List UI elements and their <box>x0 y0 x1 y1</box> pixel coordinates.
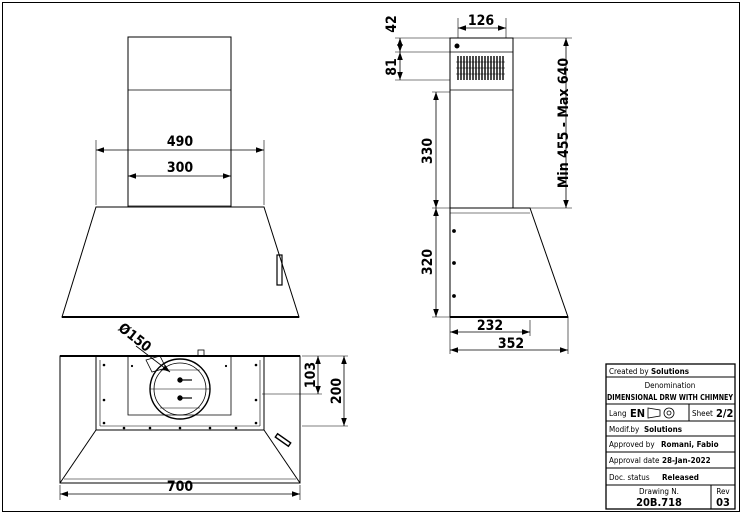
dim-plan-depth: 200 <box>329 378 345 405</box>
side-view <box>395 18 572 354</box>
dim-side-top-small: 42 <box>384 15 400 33</box>
dim-leader-diameter <box>135 345 171 373</box>
tb-denomination-value: DIMENSIONAL DRW WITH CHIMNEY <box>607 393 734 402</box>
tb-rev-value: 03 <box>716 496 730 509</box>
dim-front-chimney-outer: 490 <box>167 134 194 150</box>
tb-modified-by-value: Solutions <box>644 425 682 434</box>
tb-lang-label: Lang <box>609 409 627 418</box>
dim-side-lower-height: 320 <box>420 249 436 276</box>
tb-rev-label: Rev <box>716 487 730 496</box>
front-chimney <box>127 36 232 208</box>
dim-plan-diameter: Ø150 <box>115 320 154 356</box>
tb-created-by-value: Solutions <box>651 367 689 376</box>
front-hood-body <box>61 206 300 318</box>
dim-side-chimney-range: Min 455 - Max 640 <box>556 58 572 189</box>
tb-doc-status-value: Released <box>662 473 699 482</box>
tb-drawing-no-label: Drawing N. <box>639 487 679 496</box>
plan-view <box>59 345 348 500</box>
dim-side-top-width: 126 <box>468 13 495 29</box>
front-view <box>61 36 300 318</box>
side-vent-grille <box>456 56 505 80</box>
dim-front-chimney-inner: 300 <box>167 160 194 176</box>
tb-approved-by-label: Approved by <box>609 440 655 449</box>
tb-created-by-label: Created by <box>609 367 649 376</box>
tb-modified-by-label: Modif.by <box>609 425 640 434</box>
tb-drawing-no-value: 20B.718 <box>636 496 682 509</box>
side-hood-body <box>449 207 569 318</box>
dim-side-vent-height: 81 <box>384 58 400 76</box>
tb-denomination-label: Denomination <box>645 381 696 390</box>
dim-side-upper-height: 330 <box>420 138 436 165</box>
dim-side-depth-inner: 232 <box>477 318 503 334</box>
dim-side-depth-total: 352 <box>498 336 524 352</box>
front-control-panel <box>276 254 283 286</box>
drawing-frame <box>2 2 740 512</box>
tb-sheet-value: 2/2 <box>716 407 734 420</box>
dim-plan-width: 700 <box>167 479 194 495</box>
tb-approved-by-value: Romani, Fabio <box>661 440 719 449</box>
tb-lang-value: EN <box>630 407 645 420</box>
tb-sheet-label: Sheet <box>692 409 713 418</box>
tb-doc-status-label: Doc. status <box>609 473 650 482</box>
title-block <box>605 363 736 510</box>
tb-approval-date-value: 28-Jan-2022 <box>662 456 711 465</box>
plan-control-panel <box>274 432 292 448</box>
tb-approval-date-label: Approval date <box>609 456 660 465</box>
dim-plan-offset: 103 <box>303 362 319 388</box>
